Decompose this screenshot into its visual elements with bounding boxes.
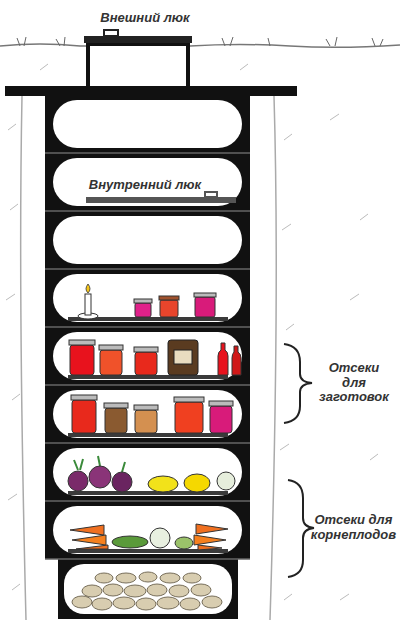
hatch-handle — [205, 192, 217, 197]
outer-hatch-lid — [84, 36, 192, 43]
grass — [17, 37, 383, 46]
squash — [148, 476, 178, 492]
part-label: Отсеки для корнеплодов — [311, 513, 396, 543]
jar-lid — [104, 403, 128, 408]
ring-inside — [53, 158, 242, 206]
potato — [95, 573, 113, 583]
potatoes — [72, 572, 222, 610]
jar — [70, 345, 94, 375]
potato — [72, 596, 92, 608]
bottom-ring — [58, 559, 238, 619]
ring-inside — [53, 506, 242, 554]
jar-lid — [99, 345, 123, 350]
bottle — [218, 343, 228, 375]
jar — [175, 402, 203, 433]
ring-inside — [53, 100, 242, 148]
shaft-wall — [270, 96, 276, 620]
potato — [124, 585, 146, 597]
carrot — [76, 545, 108, 549]
candle-flame — [86, 284, 90, 293]
ring-inside — [53, 390, 242, 438]
cucumber — [112, 536, 148, 548]
barrel — [168, 340, 198, 375]
part-label: Внешний люк — [100, 11, 189, 26]
jar-lid — [159, 296, 179, 300]
jar-lid — [174, 397, 204, 402]
ring-inside — [53, 274, 242, 322]
potato — [92, 598, 112, 610]
jar — [135, 352, 157, 375]
jar — [210, 406, 232, 433]
potato — [139, 572, 157, 582]
ring — [45, 211, 250, 269]
ring-inside — [64, 564, 232, 614]
jar-lid — [69, 340, 95, 345]
shaft-wall — [21, 96, 26, 620]
jar-lid — [194, 293, 216, 297]
beet — [68, 471, 88, 491]
cabbage — [150, 528, 170, 548]
part-label: Отсеки для заготовок — [319, 361, 389, 406]
shelf — [68, 319, 228, 551]
potato — [116, 573, 136, 583]
carrot — [194, 535, 226, 545]
beet — [89, 466, 111, 488]
jar — [72, 400, 96, 433]
jar — [195, 297, 215, 317]
squash — [184, 474, 210, 492]
part-label: Внутренний люк — [89, 178, 201, 193]
jar-lid — [209, 401, 233, 406]
barrel-tag — [174, 350, 192, 364]
jar-lid — [134, 299, 152, 303]
ring-inside — [53, 216, 242, 264]
carrot — [198, 545, 222, 550]
bottle — [232, 346, 241, 375]
potato — [82, 585, 102, 597]
jar — [135, 410, 157, 433]
carrot — [72, 535, 106, 545]
jar-lid — [134, 405, 158, 410]
potato — [160, 573, 180, 583]
beet — [112, 472, 132, 492]
potato — [157, 597, 179, 609]
potato — [169, 585, 189, 597]
bracket — [284, 344, 312, 423]
ring-joint — [45, 153, 250, 559]
jar — [160, 300, 178, 317]
potato — [136, 598, 156, 610]
carrot — [196, 524, 228, 534]
ring-inside — [53, 448, 242, 496]
potato — [113, 597, 135, 609]
ring — [45, 95, 250, 153]
hatch-handle — [104, 30, 118, 36]
potato — [183, 573, 201, 583]
jar-lid — [134, 347, 158, 352]
ring-inside — [53, 332, 242, 380]
potato — [191, 584, 211, 596]
cover-slab — [5, 86, 297, 96]
bracket — [288, 480, 314, 577]
jar — [100, 350, 122, 375]
concrete-rings — [45, 95, 250, 619]
potato — [103, 584, 123, 596]
cucumber — [175, 537, 193, 549]
jar — [135, 303, 151, 317]
hatch-neck — [88, 44, 188, 88]
jar — [105, 408, 127, 433]
potato — [147, 584, 167, 596]
potato — [180, 598, 200, 610]
ring — [45, 153, 250, 211]
potato — [202, 596, 222, 608]
candle — [85, 294, 91, 315]
carrot — [70, 525, 104, 535]
jar-lid — [71, 395, 97, 400]
cabbage — [217, 472, 235, 490]
